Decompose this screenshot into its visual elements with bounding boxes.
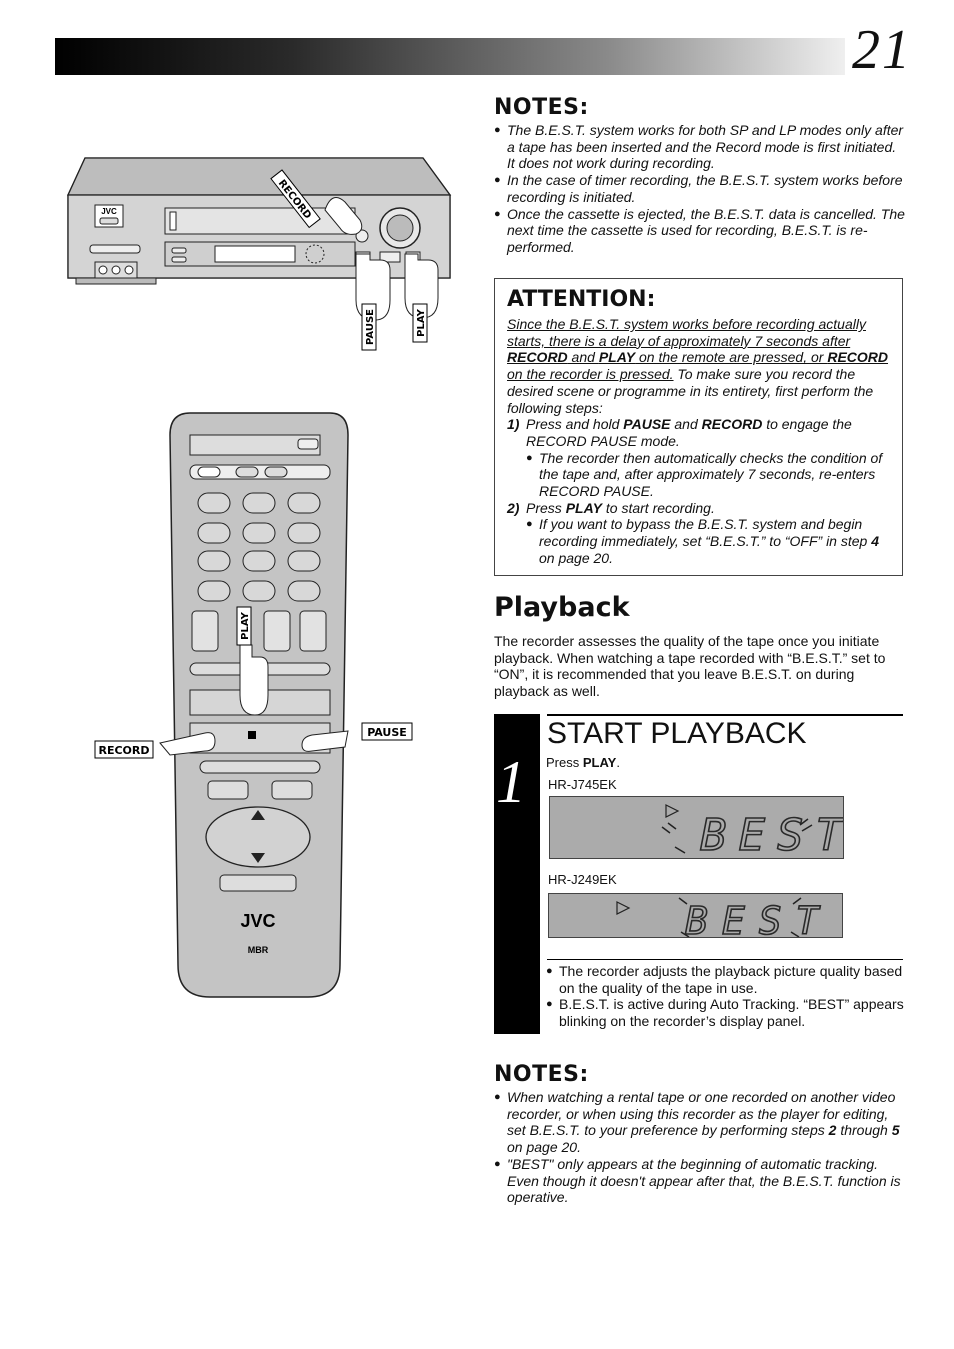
- attention-step-2: 2)Press PLAY to start recording.: [507, 499, 715, 516]
- remote-pause-label: PAUSE: [367, 726, 407, 739]
- page-number: 21: [852, 19, 912, 81]
- lcd-display-1: BEST: [549, 796, 844, 862]
- remote-brand: JVC: [240, 911, 275, 931]
- remote-record-label: RECORD: [98, 744, 149, 757]
- attention-step-1-note: The recorder then automatically checks t…: [507, 450, 892, 500]
- vcr-pause-label: PAUSE: [365, 309, 376, 345]
- list-item: B.E.S.T. is active during Auto Tracking.…: [546, 996, 906, 1029]
- list-item: "BEST" only appears at the beginning of …: [494, 1156, 906, 1206]
- list-item: When watching a rental tape or one recor…: [494, 1089, 906, 1156]
- step-title-rule: [547, 714, 903, 716]
- vcr-illustration: JVC RECORD PAUSE PLAY: [66, 157, 452, 351]
- step-notes-list: The recorder adjusts the playback pictur…: [546, 963, 906, 1030]
- playback-intro: The recorder assesses the quality of the…: [494, 633, 886, 700]
- list-item: In the case of timer recording, the B.E.…: [494, 172, 906, 205]
- model-label-1: HR-J745EK: [548, 777, 617, 792]
- step-rule: [547, 959, 903, 960]
- attention-box: ATTENTION: Since the B.E.S.T. system wor…: [494, 278, 903, 576]
- notes-top-list: The B.E.S.T. system works for both SP an…: [494, 122, 906, 256]
- step-number: 1: [496, 749, 526, 815]
- lcd-best-text: BEST: [700, 810, 843, 858]
- playback-heading: Playback: [494, 592, 630, 623]
- step-number-bar: [494, 714, 540, 1034]
- attention-step-1: 1)Press and hold PAUSE and RECORD to eng…: [507, 416, 852, 449]
- attention-body: Since the B.E.S.T. system works before r…: [507, 316, 892, 567]
- lcd-best-text: BEST: [685, 899, 833, 937]
- step-instruction: Press PLAY.: [546, 755, 620, 770]
- list-item: Once the cassette is ejected, the B.E.S.…: [494, 206, 906, 256]
- attention-step-2-note: If you want to bypass the B.E.S.T. syste…: [507, 516, 892, 566]
- step-title: START PLAYBACK: [547, 717, 807, 750]
- lcd-display-2: BEST: [548, 893, 843, 944]
- remote-mbr-logo: MBR: [248, 945, 269, 955]
- vcr-brand: JVC: [101, 207, 117, 216]
- header-gradient-bar: [55, 38, 845, 75]
- notes-bottom-heading: NOTES:: [494, 1062, 589, 1087]
- attention-heading: ATTENTION:: [507, 287, 656, 312]
- remote-illustration: JVC MBR PLAY RECORD PAUSE: [94, 412, 413, 998]
- model-label-2: HR-J249EK: [548, 872, 617, 887]
- list-item: The recorder adjusts the playback pictur…: [546, 963, 906, 996]
- vcr-play-label: PLAY: [416, 308, 427, 336]
- remote-play-label: PLAY: [240, 611, 251, 639]
- list-item: The B.E.S.T. system works for both SP an…: [494, 122, 906, 172]
- notes-bottom-list: When watching a rental tape or one recor…: [494, 1089, 906, 1206]
- notes-top-heading: NOTES:: [494, 95, 589, 120]
